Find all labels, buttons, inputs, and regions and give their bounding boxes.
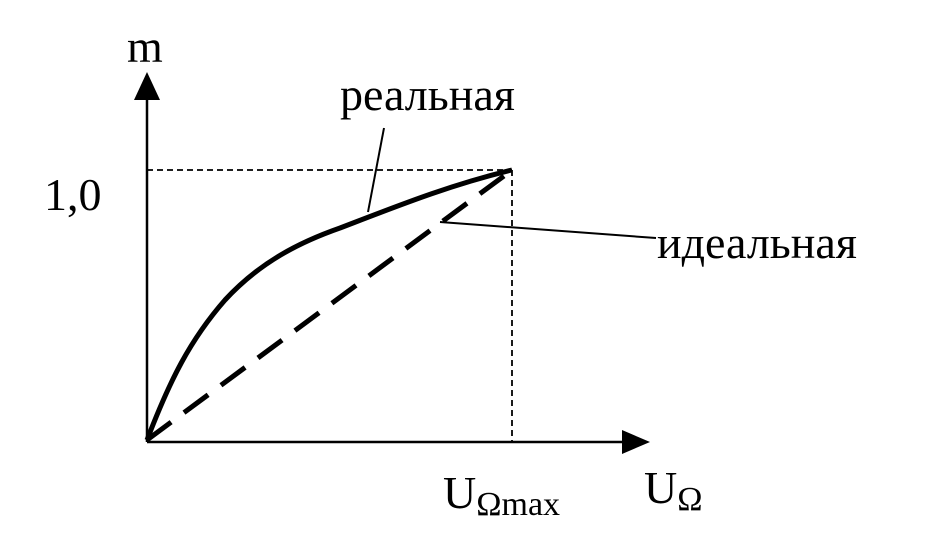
real-curve: [144, 167, 513, 441]
y-tick-label: 1,0: [44, 169, 102, 220]
y-axis-arrow-icon: [134, 72, 160, 100]
ideal-curve-label: идеальная: [657, 217, 857, 268]
y-axis-label: m: [127, 21, 163, 72]
ideal-leader-line: [439, 221, 657, 239]
x-tick-sub: Ωmax: [476, 486, 560, 523]
x-tick-main: U: [443, 467, 476, 518]
x-tick-label: UΩmax: [443, 467, 560, 523]
x-axis-label: UΩ: [644, 462, 703, 518]
x-axis-arrow-icon: [622, 430, 650, 454]
ideal-curve: [145, 167, 514, 443]
x-axis-label-main: U: [644, 462, 677, 513]
x-axis-label-sub: Ω: [677, 481, 702, 518]
real-curve-label: реальная: [340, 69, 515, 120]
real-leader-line: [367, 127, 385, 213]
